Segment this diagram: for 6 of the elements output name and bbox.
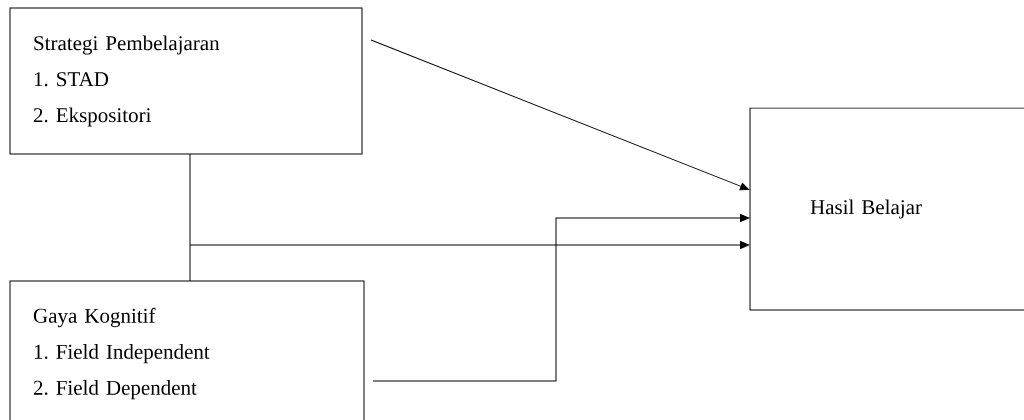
box: Gaya Kognitif 1. Field Independent 2. Field Dependent	[9, 280, 365, 420]
box: Hasil Belajar	[749, 107, 1024, 311]
box: Strategi Pembelajaran 1. STAD 2. Ekspositori	[9, 7, 363, 155]
arrow	[370, 39, 750, 191]
arrow	[372, 214, 750, 382]
arrow	[189, 153, 750, 282]
